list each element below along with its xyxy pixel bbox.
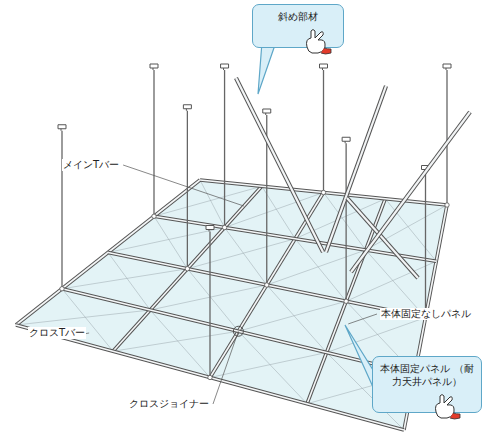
pointing-hand-icon [301, 27, 335, 57]
bubble-tail [258, 42, 276, 94]
part-label: メインTバー [62, 159, 120, 171]
hanging-bolt [224, 70, 225, 228]
hanger-clip [208, 375, 212, 379]
leader-line [348, 314, 377, 324]
panel-diagonal [16, 310, 150, 325]
panel-diagonal [267, 250, 366, 285]
hanger-bracket [150, 64, 158, 70]
hanger-bracket [206, 226, 214, 232]
part-label: 本体固定なしパネル [380, 308, 472, 320]
hanger-clip [152, 214, 156, 218]
hanger-clip [321, 190, 325, 194]
diagonal-member [326, 86, 386, 252]
hanging-bolt [323, 70, 324, 193]
cuff [321, 48, 331, 54]
callout-text: 本体固定パネル （耐力天井パネル） [378, 362, 476, 388]
cuff [450, 413, 460, 419]
hanging-bolt [209, 232, 210, 378]
hanger-bracket [443, 64, 451, 70]
hanger-bracket [183, 105, 191, 111]
panel-diagonal [113, 331, 238, 351]
callout-bubble: 斜め部材 [252, 4, 344, 48]
panel-diagonal [210, 353, 327, 378]
part-label: クロスTバー [28, 327, 86, 339]
hanger-clip [344, 299, 348, 303]
leader-line [123, 165, 244, 206]
hanger-clip [445, 203, 449, 207]
panel-diagonal [154, 216, 187, 269]
diagonal-member [326, 86, 386, 252]
diagonal-member [351, 112, 470, 272]
hanging-bolt [425, 172, 426, 318]
hanger-bracket [342, 137, 350, 143]
diagonal-member [351, 112, 470, 272]
hanging-bolt [187, 111, 188, 269]
panel-diagonal [366, 205, 447, 250]
hanger-bracket [320, 64, 328, 70]
leader-line [213, 331, 238, 404]
hanging-bolt [61, 131, 62, 289]
panel-diagonal [200, 180, 225, 228]
diagonal-member [236, 78, 323, 252]
hanger-bracket [58, 125, 66, 131]
glove [307, 30, 326, 54]
hanging-bolt [345, 143, 346, 301]
part-label: クロスジョイナー [128, 398, 210, 410]
cross-t-bar [154, 216, 436, 261]
hanger-clip [185, 267, 189, 271]
diagonal-member [236, 78, 323, 252]
hanging-bolt [446, 70, 447, 205]
hanger-clip [60, 287, 64, 291]
callout-text: 斜め部材 [258, 10, 338, 23]
hanger-clip [222, 225, 226, 229]
pointing-hand-icon [430, 392, 464, 422]
hanger-bracket [263, 109, 271, 115]
hanger-clip [265, 283, 269, 287]
panel-diagonal [327, 318, 426, 353]
cross-t-bar [154, 216, 436, 261]
callout-bubble: 本体固定パネル （耐力天井パネル） [372, 356, 482, 413]
glove [436, 395, 455, 419]
hanger-bracket [221, 64, 229, 70]
hanging-bolt [153, 70, 154, 216]
